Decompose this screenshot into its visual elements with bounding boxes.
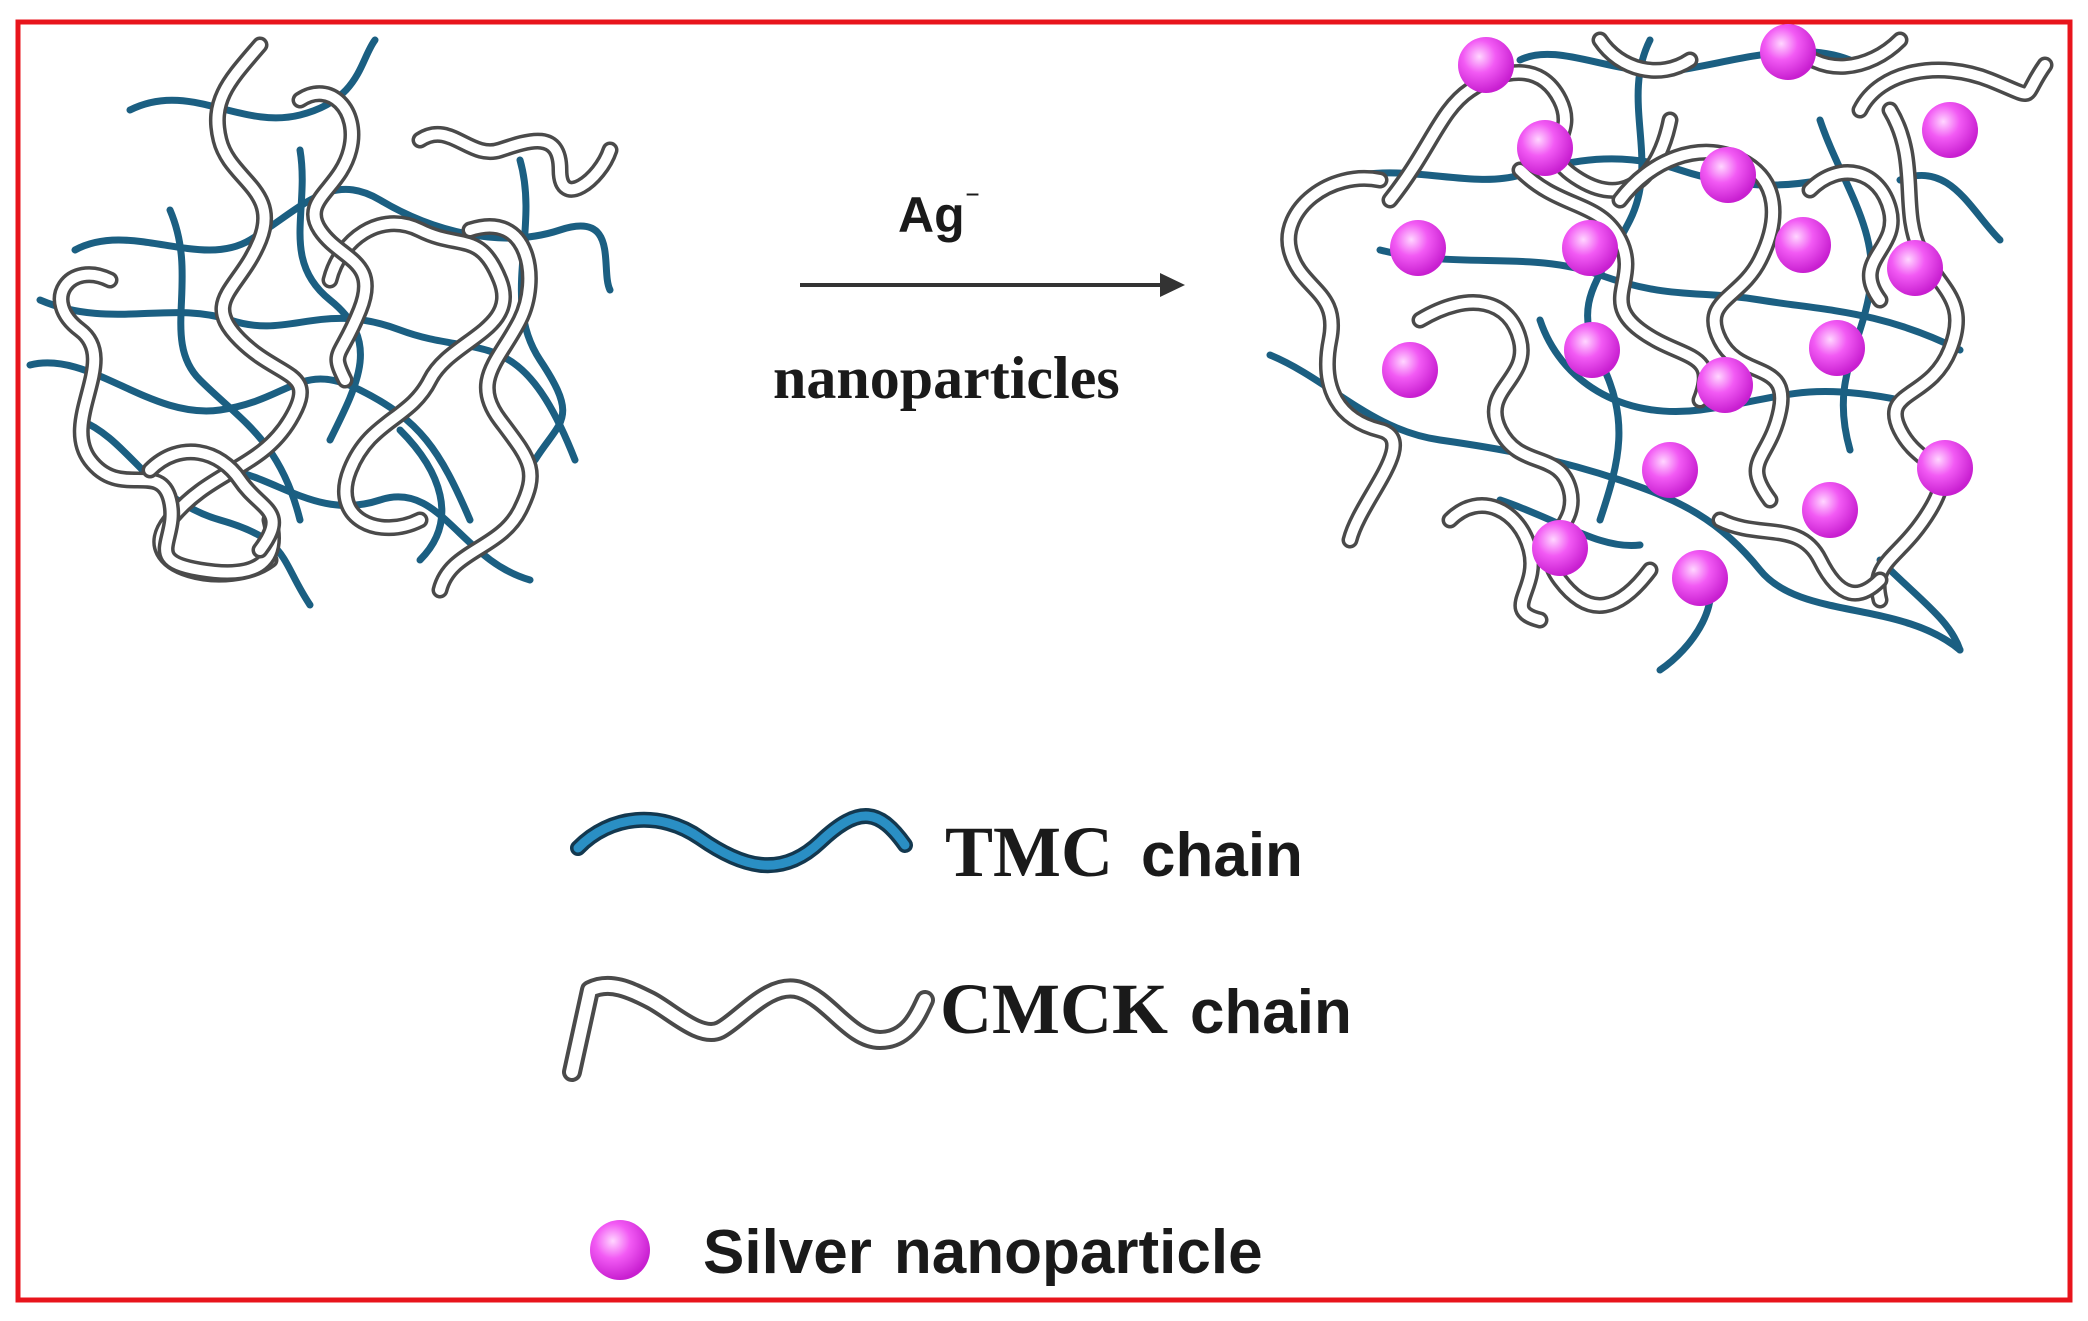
cmck-chain	[415, 129, 615, 195]
silver-nanoparticle	[1887, 240, 1943, 296]
pink-sphere-icon	[590, 1220, 650, 1280]
right-arrow-icon	[800, 273, 1185, 297]
silver-nanoparticle	[1532, 520, 1588, 576]
cmck-chain	[145, 447, 278, 555]
silver-nanoparticle	[1809, 320, 1865, 376]
tmc-chains-before	[26, 36, 614, 609]
silver-nanoparticle	[1802, 482, 1858, 538]
cmck-chains-before	[52, 36, 619, 599]
silver-nanoparticle	[1775, 217, 1831, 273]
silver-nanoparticle	[1642, 442, 1698, 498]
silver-nanoparticle	[1458, 37, 1514, 93]
silver-nanoparticle	[1564, 322, 1620, 378]
silver-nanoparticles	[1382, 24, 1978, 606]
cmck-chain	[1445, 500, 1545, 625]
cmck-chain-outline	[431, 218, 539, 599]
silver-nanoparticle	[1760, 24, 1816, 80]
product-label: nanoparticles	[773, 345, 1120, 411]
cmck-chain	[1515, 165, 1711, 405]
silver-nanoparticle	[1922, 102, 1978, 158]
silver-nanoparticle	[1390, 220, 1446, 276]
silver-nanoparticle	[1697, 357, 1753, 413]
polymer-network-before	[26, 36, 619, 609]
cmck-chain	[1415, 297, 1655, 611]
polymer-network-after	[1266, 24, 2054, 674]
cmck-chain	[1283, 173, 1399, 545]
silver-nanoparticle	[1700, 147, 1756, 203]
cmck-chain	[1805, 167, 1897, 305]
cmck-chain	[56, 269, 278, 578]
cmck-chain	[435, 221, 536, 595]
cmck-chain	[1595, 35, 1695, 76]
reagent-label: Ag⁻	[898, 184, 981, 243]
cmck-chains-after	[1280, 31, 2054, 629]
silver-nanoparticle	[1917, 440, 1973, 496]
cmck-chain	[295, 88, 371, 385]
silver-nanoparticle	[1562, 220, 1618, 276]
cmck-chain	[1715, 515, 1885, 599]
figure-frame	[15, 19, 2073, 1303]
cmck-chain	[325, 218, 509, 533]
silver-nanoparticle	[1382, 342, 1438, 398]
cmck-chain	[1873, 105, 1962, 605]
wavy-tube-icon	[562, 975, 935, 1082]
silver-nanoparticle	[1517, 120, 1573, 176]
reaction-arrow-group: Ag⁻ nanoparticles	[773, 184, 1185, 411]
silver-nanoparticle	[1672, 550, 1728, 606]
cmck-chain	[1855, 60, 2050, 115]
